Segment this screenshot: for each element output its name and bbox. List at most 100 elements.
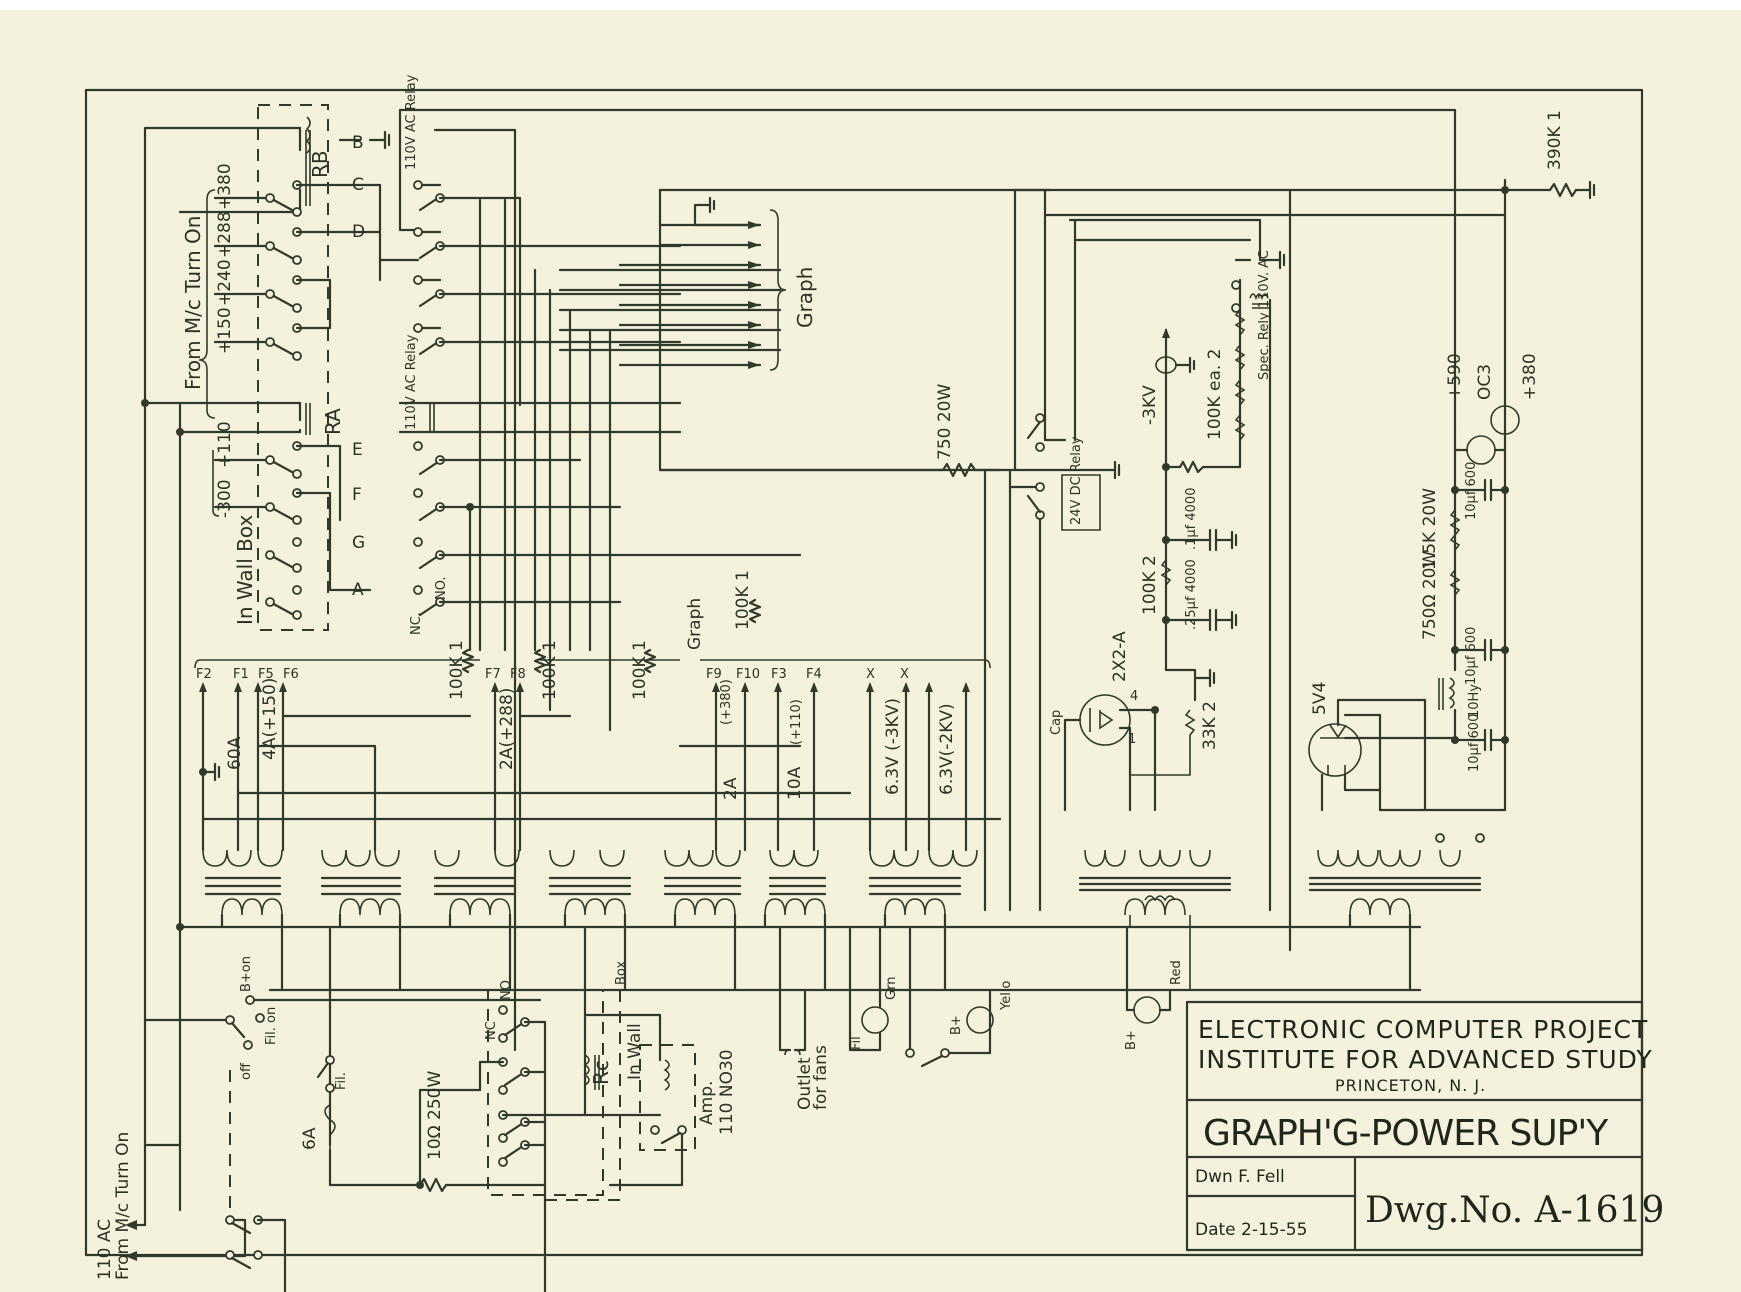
for-fans-label: for fans xyxy=(811,1045,831,1110)
tap-f4: F4 xyxy=(806,667,822,682)
plus-590-label: +590 xyxy=(1445,353,1465,400)
tap-label-150: +150 xyxy=(215,307,235,354)
lamp-b-red-label: B+ xyxy=(1124,1030,1139,1050)
connector-b-label: B xyxy=(352,133,364,153)
lower-relay-contacts xyxy=(478,1005,662,1292)
connector-e-label: E xyxy=(352,440,363,460)
r-100k-2: 100K 1 xyxy=(540,640,560,700)
minus-3kv-label: -3KV xyxy=(1140,385,1160,425)
org-line-1: ELECTRONIC COMPUTER PROJECT xyxy=(1198,1015,1648,1044)
lamp-b-yellow xyxy=(966,1006,994,1034)
winding-6-3v-3kv: 6.3V (-3KV) xyxy=(883,698,903,795)
in-wall-lower-label: In Wall xyxy=(625,1023,645,1080)
winding-380: (+380) xyxy=(719,679,734,725)
tap-x2: X xyxy=(900,667,909,682)
tap-f9: F9 xyxy=(706,667,722,682)
tube-oc3-a xyxy=(1466,435,1496,465)
winding-6-3v-2kv: 6.3V(-2KV) xyxy=(937,703,957,795)
r-100k-ea-label: 100K ea. 2 xyxy=(1205,349,1225,441)
connector-d-label: D xyxy=(352,222,365,242)
lamp-b-yellow-label: B+ xyxy=(949,1015,964,1035)
schematic-sheet: RB RA From M/c Turn On xyxy=(0,10,1741,1292)
box-label: Box xyxy=(614,961,629,985)
tap-f1: F1 xyxy=(233,667,249,682)
outlet-label: Outlet xyxy=(795,1057,815,1110)
graph-top-label: Graph xyxy=(793,267,817,328)
lamp-fil-label: Fil xyxy=(849,1036,864,1050)
minus-3kv-supply: -3KV 100K ea. 2 Spec. Rely 110V. AC .1µf… xyxy=(1049,250,1286,916)
lamp-b-red-color: Red xyxy=(1169,960,1184,985)
r-100k-graph: 100K 1 xyxy=(733,570,753,630)
connector-c-label: C xyxy=(352,175,364,195)
connector-symbols: B C D E F G A xyxy=(352,133,365,600)
relay-rb-label: RB xyxy=(308,150,332,178)
tap-f2: F2 xyxy=(196,667,212,682)
connector-a-label: A xyxy=(352,580,364,600)
lamp-fil-grn xyxy=(861,1006,889,1034)
lamp-fil-color: Grn xyxy=(884,977,899,1000)
tube-5v4-label: 5V4 xyxy=(1310,682,1330,715)
drawing-number: Dwg.No. A-1619 xyxy=(1365,1190,1664,1231)
spec-relay-label: Spec. Rely 110V. AC xyxy=(1257,250,1272,380)
from-mc-turn-on-label: From M/c Turn On xyxy=(181,216,205,390)
tap-label-380: +380 xyxy=(215,163,235,210)
tap-label-110: +110 xyxy=(215,421,235,468)
relay-ra-label: RA xyxy=(321,408,345,435)
relay-24v-section: 750 20W 24V DC Relay xyxy=(658,188,1262,912)
ra-switch-contacts xyxy=(213,441,302,620)
r-100k-3: 100K 1 xyxy=(630,640,650,700)
nc-lower-label: NC xyxy=(484,1021,499,1040)
location: PRINCETON, N. J. xyxy=(1335,1076,1486,1095)
tap-f3: F3 xyxy=(771,667,787,682)
ac-in-label: 110 AC xyxy=(95,1219,115,1280)
tap-f6: F6 xyxy=(283,667,299,682)
in-wall-box-label: In Wall Box xyxy=(233,515,257,625)
from-mc-brace xyxy=(198,189,216,419)
winding-4a-150: 4A(+150) xyxy=(260,678,280,760)
no-label: NO. xyxy=(434,576,449,600)
fil-on-label: Fil. on xyxy=(264,1007,279,1045)
graph-arrow-lines xyxy=(618,221,762,369)
drawn-by: Dwn F. Fell xyxy=(1195,1167,1285,1187)
graph-brace xyxy=(769,209,787,371)
relay-110v-section: 110V AC Relay 110V AC Relay NO. NC. xyxy=(378,74,1457,1052)
tube-2x2a xyxy=(1079,694,1131,746)
r-10ohm-label: 10Ω 250W xyxy=(425,1071,445,1160)
amp-model-label: 110 NO30 xyxy=(717,1049,737,1135)
c-10uf-a-label: 10µf 600 xyxy=(1464,462,1479,520)
left-bus-wire xyxy=(143,126,302,1227)
tube-2x2a-label: 2X2-A xyxy=(1110,631,1130,682)
title-block: ELECTRONIC COMPUTER PROJECT INSTITUTE FO… xyxy=(1185,1000,1664,1252)
no-lower-label: NO xyxy=(499,980,514,1000)
c-25uf-label: .25µf 4000 xyxy=(1184,559,1199,630)
tube-oc3-b xyxy=(1490,405,1520,435)
winding-10a: 10A xyxy=(785,766,805,800)
c-10uf-b-label: 10µf 600 xyxy=(1464,627,1479,685)
r-100k2-label: 100K 2 xyxy=(1140,555,1160,615)
cap-label: Cap xyxy=(1049,710,1064,735)
plus-590-supply: 390K 1 +590 +380 OC3 10µf 600 1.5K 20W 7… xyxy=(1013,110,1596,992)
winding-2a: 2A xyxy=(721,777,741,800)
graph-mid-label: Graph xyxy=(685,598,705,650)
lamp-b-yellow-color: Yello xyxy=(999,981,1014,1011)
c-1uf-label: .1µf 4000 xyxy=(1184,488,1199,550)
tap-f8: F8 xyxy=(510,667,526,682)
schematic-drawing: RB RA From M/c Turn On xyxy=(84,74,1664,1292)
choke-label: 10Hy xyxy=(1467,684,1482,718)
transformer-coils xyxy=(202,849,978,916)
r-750-20w: 750 20W xyxy=(935,384,955,460)
c-10uf-c-label: 10µf 600 xyxy=(1467,714,1482,772)
org-line-2: INSTITUTE FOR ADVANCED STUDY xyxy=(1198,1045,1653,1074)
pin-1-label: 1 xyxy=(1128,732,1136,747)
r-1-5k-label: 1.5K 20W xyxy=(1420,488,1440,570)
winding-60a: 60A xyxy=(225,736,245,770)
b-on-label: B+on xyxy=(239,956,254,992)
winding-110: (+110) xyxy=(789,699,804,745)
drawing-title: GRAPH'G-POWER SUP'Y xyxy=(1203,1113,1609,1154)
nc-label: NC. xyxy=(409,612,424,635)
relay-rc-label: Rc xyxy=(589,1060,613,1085)
tube-5v4 xyxy=(1308,723,1362,777)
r-390k-label: 390K 1 xyxy=(1545,110,1565,170)
relay-24v-label: 24V DC Relay xyxy=(1069,436,1084,525)
relay-110v-top-label: 110V AC Relay xyxy=(404,74,419,170)
